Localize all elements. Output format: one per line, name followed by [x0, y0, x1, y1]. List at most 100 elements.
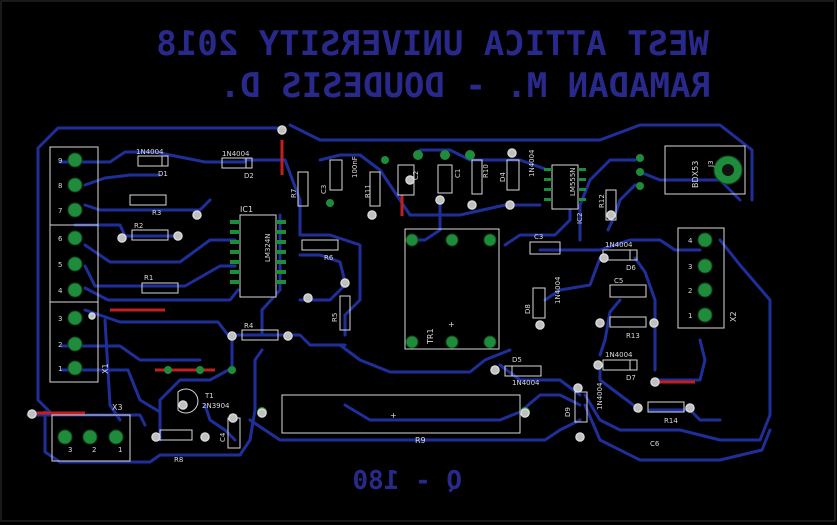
d2-ref: D2 [244, 172, 254, 180]
x3-pin-1: 1 [118, 446, 122, 454]
r7-label: R7 [290, 189, 298, 198]
diode-d9: D9 1N4004 [564, 382, 604, 423]
resistor-r2: R2 [131, 222, 169, 241]
resistor-r5: R5 [331, 295, 351, 331]
vias [27, 125, 695, 442]
x3-pin-3: 3 [68, 446, 72, 454]
r11-label: R11 [364, 184, 372, 198]
connector-x2: 4 3 2 1 X2 [677, 227, 738, 329]
capacitor-c5: C5 [609, 277, 647, 298]
c3-ref: C3 [320, 185, 328, 194]
d1-ref: D1 [158, 170, 168, 178]
ic1-lm324n: LM324N IC1 [230, 205, 286, 298]
transistor-t1: T1 2N3904 [177, 388, 230, 414]
r3-label: R3 [152, 209, 161, 217]
c4-label: C4 [219, 432, 227, 442]
x2-pin-1: 1 [688, 312, 692, 320]
r10-label: R10 [482, 164, 490, 178]
diode-d7: 1N4004 D7 [602, 351, 638, 382]
x1-pin-8: 8 [58, 182, 62, 190]
resistor-r1: R1 [141, 274, 179, 294]
x1-label: X1 [101, 363, 110, 374]
d8-ref: D8 [524, 304, 532, 314]
ic1-value: LM324N [264, 233, 272, 262]
pads [164, 150, 475, 374]
title-text-group: WEST ATTICA UNIVERSITY 2018 RAMADAN M. -… [156, 24, 711, 496]
j3-value: BDX53 [691, 161, 700, 188]
resistor-r4: R4 [241, 322, 279, 341]
d9-ref: D9 [564, 407, 572, 417]
x1-pin-4: 4 [58, 287, 63, 295]
c5-label: C5 [614, 277, 623, 285]
c1-label: C1 [454, 169, 462, 178]
resistor-r14: R14 [647, 401, 685, 425]
d4-value: 1N4004 [528, 149, 536, 177]
c6-label: C6 [650, 440, 660, 448]
d6-value: 1N4004 [605, 241, 633, 249]
resistor-r13: R13 [609, 316, 647, 340]
connector-x3: 3 2 1 X3 [51, 403, 131, 462]
x1-pin-2: 2 [58, 341, 62, 349]
d8-value: 1N4004 [554, 276, 562, 304]
c2-label: C2 [412, 171, 420, 180]
x2-label: X2 [729, 311, 738, 322]
x3-label: X3 [112, 403, 123, 412]
title-line-1: WEST ATTICA UNIVERSITY 2018 [156, 24, 709, 64]
resistor-r10: R10 [471, 159, 490, 195]
resistor-r7: R7 [290, 171, 309, 207]
resistor-r6: R6 [301, 239, 339, 262]
x2-pin-2: 2 [688, 287, 692, 295]
x2-pin-4: 4 [688, 237, 693, 245]
ic2-lm555n: LM555N IC2 [544, 164, 586, 224]
r4-label: R4 [244, 322, 254, 330]
capacitor-c1: C1 [437, 164, 462, 194]
d2-value: 1N4004 [222, 150, 250, 158]
diode-d4: D4 1N4004 [499, 149, 536, 191]
title-line-2: RAMADAN M. - DOUDESIS D. [220, 66, 711, 106]
ic2-value: LM555N [569, 167, 577, 196]
r5-label: R5 [331, 313, 339, 322]
r9-label: R9 [415, 436, 426, 445]
diode-d5: D5 1N4004 [504, 356, 542, 387]
r12-label: R12 [598, 194, 606, 208]
svg-text:+: + [448, 320, 455, 329]
x1-pin-3: 3 [58, 315, 62, 323]
x1-pin-7: 7 [58, 207, 62, 215]
transformer-tr1: TR1 + [404, 228, 500, 350]
r8-label: R8 [174, 456, 183, 464]
r6-label: R6 [324, 254, 334, 262]
jumpers [28, 140, 695, 415]
t1-ref: T1 [204, 392, 214, 400]
d5-ref: D5 [512, 356, 522, 364]
x1-pin-9: 9 [58, 157, 62, 165]
c3b-label: C3 [534, 233, 543, 241]
x1-pin-1: 1 [58, 365, 62, 373]
diode-d2: 1N4004 D2 [221, 150, 254, 180]
ic2-ref: IC2 [576, 213, 584, 224]
d1-value: 1N4004 [136, 148, 164, 156]
r13-label: R13 [626, 332, 640, 340]
capacitor-c6: C6 [650, 440, 660, 448]
d6-ref: D6 [626, 264, 636, 272]
x3-pin-2: 2 [92, 446, 96, 454]
d7-value: 1N4004 [605, 351, 633, 359]
resistor-r12: R12 [598, 189, 617, 221]
d7-ref: D7 [626, 374, 636, 382]
connector-x1: 9 8 7 6 5 4 3 2 1 X1 [49, 146, 110, 383]
r1-label: R1 [144, 274, 153, 282]
capacitor-c3b: C3 [529, 233, 561, 255]
transistor-j3: BDX53 J3 [636, 145, 746, 195]
d5-value: 1N4004 [512, 379, 540, 387]
c3-value: 100nF [351, 156, 359, 178]
svg-text:+: + [390, 411, 397, 420]
x1-pin-6: 6 [58, 235, 63, 243]
x2-pin-3: 3 [688, 263, 692, 271]
ic1-ref: IC1 [240, 205, 253, 214]
d9-value: 1N4004 [596, 382, 604, 410]
r2-label: R2 [134, 222, 143, 230]
bottom-label: Q - 180 [352, 466, 462, 496]
capacitor-c3: C3 100nF [320, 156, 359, 194]
tr1-label: TR1 [426, 328, 435, 345]
